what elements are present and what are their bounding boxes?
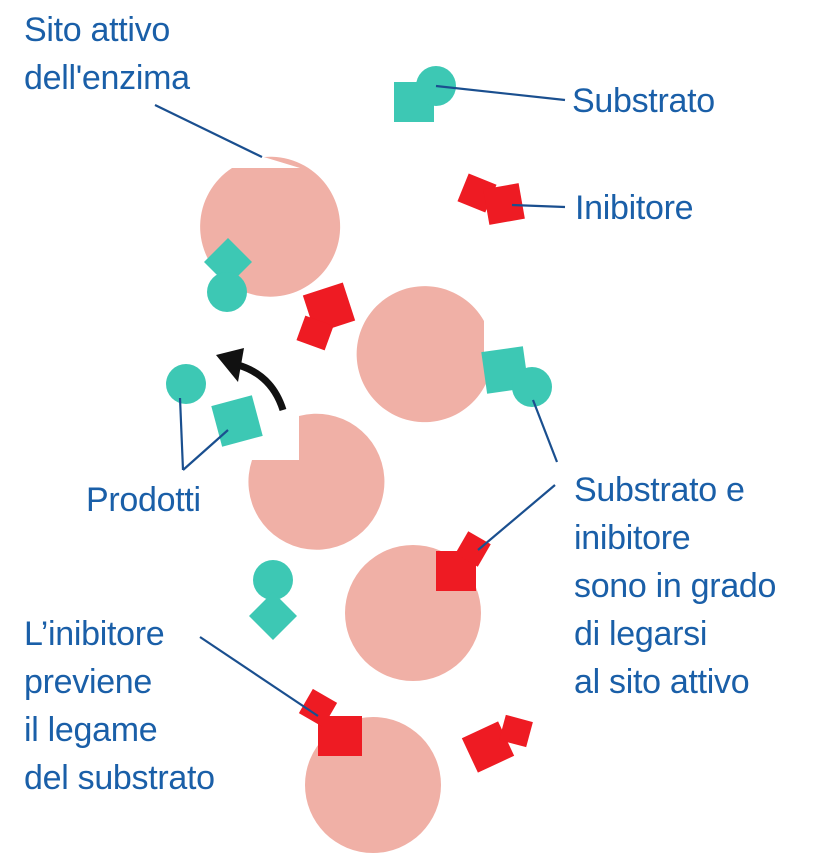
label-both-bind-line3: sono in grado <box>574 562 776 610</box>
label-both-bind-line1: Substrato e <box>574 466 776 514</box>
label-inhibitor-prevents-line4: del substrato <box>24 754 215 802</box>
substrate-bound-enzyme-2 <box>481 346 552 407</box>
label-substrate-text: Substrato <box>572 77 715 125</box>
label-both-bind-line5: al sito attivo <box>574 658 776 706</box>
leader-both-substrate <box>533 400 557 462</box>
enzyme-2 <box>357 286 491 422</box>
label-substrate: Substrato <box>572 77 715 125</box>
label-products: Prodotti <box>86 476 201 524</box>
substrate-free <box>394 66 456 122</box>
label-both-bind-line2: inibitore <box>574 514 776 562</box>
label-enzyme-active-site-line2: dell'enzima <box>24 54 190 102</box>
inhibitor-free-bottom <box>462 715 533 773</box>
inhibitor-free-middle <box>296 282 355 350</box>
leader-both-inhibitor <box>478 485 555 550</box>
product-circle <box>166 364 206 404</box>
inhibitor-bound-enzyme-5 <box>299 689 362 756</box>
label-inhibitor-text: Inibitore <box>575 184 693 232</box>
leader-prevents <box>200 637 318 716</box>
label-inhibitor-prevents-line3: il legame <box>24 706 215 754</box>
label-enzyme-active-site: Sito attivo dell'enzima <box>24 6 190 102</box>
leader-substrate <box>436 86 565 100</box>
leader-product-2 <box>183 430 228 470</box>
leader-active-site <box>155 105 262 157</box>
label-inhibitor-prevents: L’inibitore previene il legame del subst… <box>24 610 215 802</box>
label-both-bind-line4: di legarsi <box>574 610 776 658</box>
label-inhibitor-prevents-line1: L’inibitore <box>24 610 215 658</box>
enzyme-3 <box>248 414 384 550</box>
inhibitor-free-top <box>457 173 524 224</box>
label-inhibitor: Inibitore <box>575 184 693 232</box>
label-products-text: Prodotti <box>86 476 201 524</box>
label-both-bind: Substrato e inibitore sono in grado di l… <box>574 466 776 706</box>
leader-product-1 <box>180 398 183 470</box>
label-enzyme-active-site-line1: Sito attivo <box>24 6 190 54</box>
label-inhibitor-prevents-line2: previene <box>24 658 215 706</box>
substrate-lower-free <box>249 560 297 640</box>
inhibitor-bound-enzyme-4 <box>436 531 491 591</box>
